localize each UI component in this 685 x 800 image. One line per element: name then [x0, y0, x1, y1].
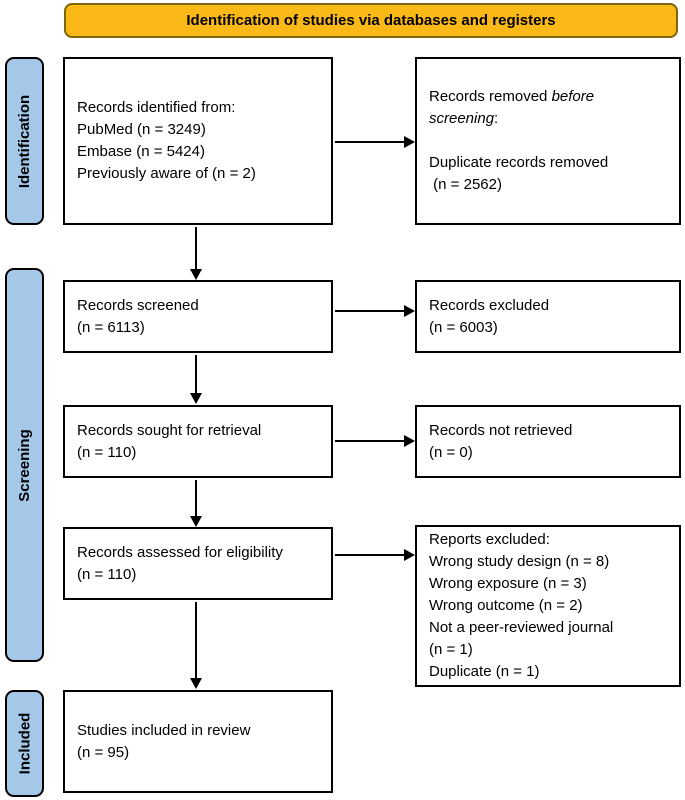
arrow-assessed-to-reports-excluded — [335, 554, 405, 556]
arrow-identified-to-removed — [335, 141, 405, 143]
box-records-assessed-line: Records assessed for eligibility — [77, 543, 283, 561]
box-records-screened: Records screened (n = 6113) — [63, 280, 333, 353]
header-banner-label: Identification of studies via databases … — [186, 12, 556, 29]
box-studies-included-line: (n = 95) — [77, 743, 130, 761]
arrow-sought-to-not-retrieved — [335, 440, 405, 442]
arrowhead-down-icon — [190, 678, 202, 689]
arrowhead-right-icon — [404, 136, 415, 148]
arrow-sought-to-assessed — [195, 480, 197, 517]
box-records-screened-line: (n = 6113) — [77, 318, 145, 336]
box-reports-excluded-line: Wrong exposure (n = 3) — [429, 575, 587, 592]
box-reports-excluded-line: Not a peer-reviewed journal — [429, 619, 614, 636]
phase-included-label: Included — [16, 712, 34, 775]
box-records-sought-line: Records sought for retrieval — [77, 421, 262, 439]
phase-identification-label: Identification — [16, 94, 33, 188]
box-reports-excluded-line: Reports excluded: — [429, 531, 550, 548]
box-records-identified-line: PubMed (n = 3249) — [77, 121, 206, 138]
box-reports-excluded-line: Wrong study design (n = 8) — [429, 553, 610, 570]
box-records-assessed: Records assessed for eligibility (n = 11… — [63, 527, 333, 600]
box-records-not-retrieved-line: (n = 0) — [429, 443, 473, 461]
box-records-excluded-line: Records excluded — [429, 296, 550, 314]
box-studies-included-line: Studies included in review — [77, 721, 251, 739]
arrow-screened-to-excluded — [335, 310, 405, 312]
arrowhead-down-icon — [190, 393, 202, 404]
box-records-identified-line: Previously aware of (n = 2) — [77, 165, 256, 182]
box-reports-excluded-line: Wrong outcome (n = 2) — [429, 597, 583, 614]
box-records-excluded-line: (n = 6003) — [429, 318, 498, 336]
box-records-screened-line: Records screened — [77, 296, 199, 314]
box-reports-excluded-line: (n = 1) — [429, 641, 473, 658]
box-records-assessed-line: (n = 110) — [77, 565, 137, 583]
phase-included: Included — [5, 690, 44, 797]
arrowhead-down-icon — [190, 516, 202, 527]
arrowhead-right-icon — [404, 305, 415, 317]
box-records-removed-line: (n = 2562) — [429, 176, 502, 193]
records-removed-italic: before screening — [429, 88, 595, 127]
box-reports-excluded-line: Duplicate (n = 1) — [429, 663, 540, 680]
box-records-removed: Records removed before screening: Duplic… — [415, 57, 681, 225]
arrowhead-right-icon — [404, 549, 415, 561]
box-records-identified-line: Embase (n = 5424) — [77, 143, 205, 160]
header-banner: Identification of studies via databases … — [64, 3, 678, 38]
box-records-removed-heading: Records removed before screening: — [429, 86, 619, 130]
spacer-line — [429, 130, 671, 152]
box-records-identified-line: Records identified from: — [77, 99, 236, 116]
phase-screening: Screening — [5, 268, 44, 662]
box-records-sought-line: (n = 110) — [77, 443, 137, 461]
box-records-excluded: Records excluded (n = 6003) — [415, 280, 681, 353]
records-removed-prefix: Records removed — [429, 88, 552, 105]
box-records-not-retrieved-line: Records not retrieved — [429, 421, 573, 439]
arrow-assessed-to-included — [195, 602, 197, 679]
box-records-removed-line: Duplicate records removed — [429, 154, 609, 171]
phase-identification: Identification — [5, 57, 44, 225]
box-records-identified: Records identified from: PubMed (n = 324… — [63, 57, 333, 225]
box-studies-included: Studies included in review (n = 95) — [63, 690, 333, 793]
box-records-not-retrieved: Records not retrieved (n = 0) — [415, 405, 681, 478]
box-reports-excluded: Reports excluded: Wrong study design (n … — [415, 525, 681, 687]
phase-screening-label: Screening — [16, 428, 33, 502]
arrowhead-down-icon — [190, 269, 202, 280]
arrowhead-right-icon — [404, 435, 415, 447]
records-removed-suffix: : — [494, 110, 499, 127]
arrow-identified-to-screened — [195, 227, 197, 270]
arrow-screened-to-sought — [195, 355, 197, 394]
box-records-sought: Records sought for retrieval (n = 110) — [63, 405, 333, 478]
